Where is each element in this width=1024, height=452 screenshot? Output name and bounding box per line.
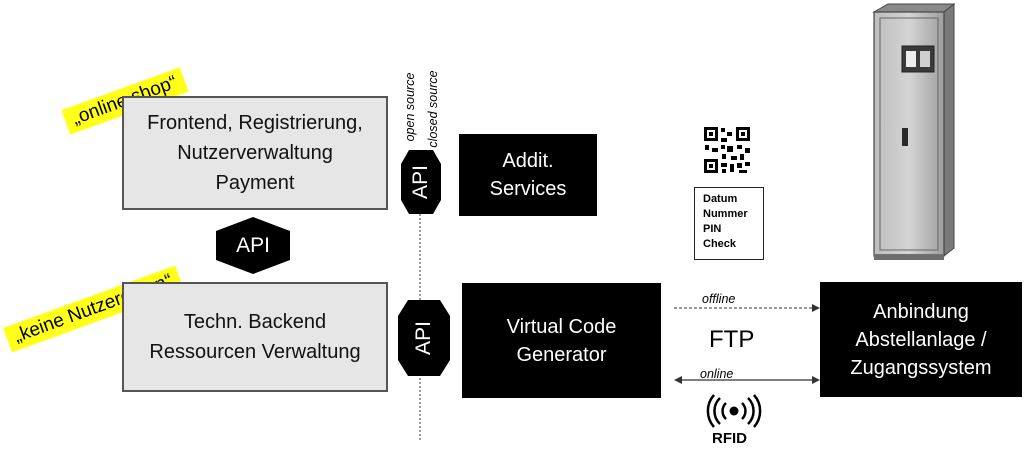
api-hexagon-upper bbox=[401, 150, 441, 214]
open-source-label: open source bbox=[403, 72, 417, 142]
frontend-line-2: Nutzerverwaltung bbox=[177, 142, 333, 164]
ftp-label: FTP bbox=[709, 326, 755, 353]
ticket-line-datum: Datum bbox=[703, 193, 738, 205]
ticket-line-pin: PIN bbox=[703, 223, 722, 235]
anbindung-line-1: Anbindung bbox=[873, 300, 969, 323]
api-lower-label: API bbox=[412, 321, 435, 355]
addit-services-box: Addit. Services bbox=[459, 134, 597, 216]
ticket-line-nummer: Nummer bbox=[703, 208, 748, 220]
ticket-line-check: Check bbox=[703, 238, 737, 250]
locker-cabinet-icon bbox=[872, 2, 956, 260]
frontend-line-3: Payment bbox=[215, 172, 295, 194]
online-label: online bbox=[700, 367, 734, 381]
rfid-label: RFID bbox=[712, 430, 747, 447]
vcg-line-1: Virtual Code bbox=[506, 315, 617, 338]
qr-code-icon bbox=[703, 126, 751, 174]
api-upper-label: API bbox=[409, 165, 432, 199]
addit-line-1: Addit. bbox=[502, 150, 554, 172]
frontend-box: Frontend, Registrierung, Nutzerverwaltun… bbox=[122, 96, 388, 210]
virtual-code-generator-box: Virtual Code Generator bbox=[462, 283, 661, 398]
ticket-card: Datum Nummer PIN Check bbox=[694, 187, 764, 260]
anbindung-line-3: Zugangssystem bbox=[850, 356, 992, 379]
online-arrow bbox=[674, 376, 820, 384]
offline-label: offline bbox=[702, 292, 736, 306]
backend-line-2: Ressourcen Verwaltung bbox=[149, 341, 361, 363]
api-hexagon-middle bbox=[216, 217, 290, 274]
frontend-line-1: Frontend, Registrierung, bbox=[147, 112, 363, 134]
anbindung-box: Anbindung Abstellanlage / Zugangssystem bbox=[820, 282, 1022, 397]
closed-source-label: closed source bbox=[426, 70, 440, 148]
backend-line-1: Techn. Backend bbox=[183, 311, 327, 333]
vcg-line-2: Generator bbox=[516, 343, 607, 366]
addit-line-2: Services bbox=[489, 178, 567, 200]
api-middle-label: API bbox=[236, 233, 270, 257]
backend-box: Techn. Backend Ressourcen Verwaltung bbox=[122, 282, 388, 392]
anbindung-line-2: Abstellanlage / bbox=[855, 328, 987, 351]
api-hexagon-lower bbox=[398, 300, 450, 376]
offline-arrow bbox=[674, 304, 820, 312]
rfid-signal-icon bbox=[706, 394, 762, 428]
